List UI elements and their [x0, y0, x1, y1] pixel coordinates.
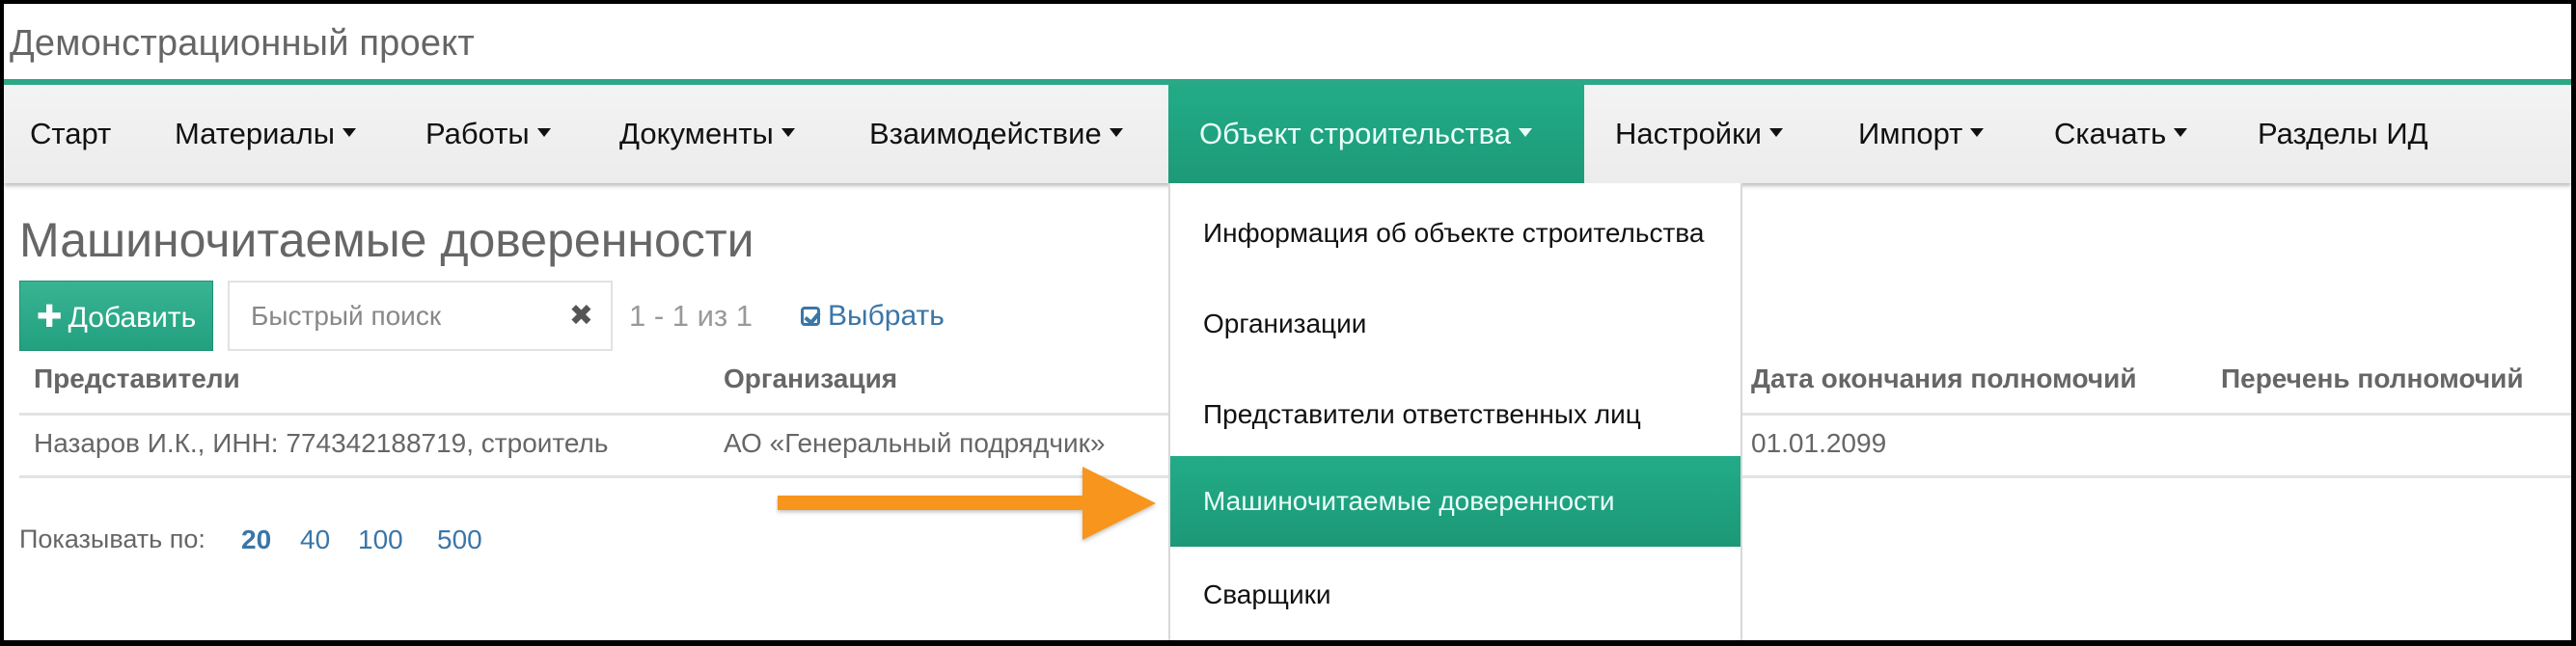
nav-item-construction-object[interactable]: Объект строительства — [1165, 79, 1584, 183]
cell-organization: АО «Генеральный подрядчик» — [724, 428, 1106, 458]
nav-item-label: Разделы ИД — [2258, 117, 2428, 150]
nav-item-import[interactable]: Импорт — [1858, 85, 1985, 183]
nav-item-label: Настройки — [1615, 117, 1763, 150]
nav-item-label: Взаимодействие — [869, 117, 1102, 150]
select-button[interactable]: Выбрать — [801, 281, 945, 351]
nav-item-label: Объект строительства — [1199, 117, 1512, 150]
column-header-end-date[interactable]: Дата окончания полномочий — [1751, 363, 2137, 393]
clear-search-icon[interactable]: ✖ — [568, 300, 593, 332]
caret-down-icon — [1769, 128, 1784, 138]
nav-item-id-sections[interactable]: Разделы ИД — [2258, 85, 2428, 183]
check-square-icon — [801, 307, 820, 326]
quick-search: ✖ — [228, 281, 613, 351]
caret-down-icon — [1970, 128, 1985, 138]
caret-down-icon — [343, 128, 356, 138]
nav-item-interaction[interactable]: Взаимодействие — [869, 85, 1123, 183]
menu-item-machine-readable-poa[interactable]: Машиночитаемые доверенности — [1170, 456, 1740, 547]
nav-item-label: Работы — [425, 117, 530, 150]
nav-item-materials[interactable]: Материалы — [175, 85, 356, 183]
menu-item-object-info[interactable]: Информация об объекте строительства — [1203, 218, 1705, 248]
menu-item-organizations[interactable]: Организации — [1203, 309, 1367, 338]
nav-item-label: Скачать — [2054, 117, 2167, 150]
nav-item-label: Материалы — [175, 117, 335, 150]
add-button-label: Добавить — [68, 302, 197, 334]
page-size-label: Показывать по: — [19, 525, 206, 553]
page-title: Машиночитаемые доверенности — [19, 213, 754, 267]
column-header-powers-list[interactable]: Перечень полномочий — [2221, 363, 2524, 393]
add-button[interactable]: ✚Добавить — [19, 281, 213, 351]
menu-item-responsible-representatives[interactable]: Представители ответственных лиц — [1203, 399, 1641, 429]
nav-item-start[interactable]: Старт — [30, 85, 111, 183]
nav-item-settings[interactable]: Настройки — [1615, 85, 1784, 183]
app-title: Демонстрационный проект — [10, 23, 476, 64]
page: Демонстрационный проект Старт Материалы … — [4, 4, 2571, 640]
caret-down-icon — [1109, 128, 1123, 138]
nav-item-documents[interactable]: Документы — [619, 85, 795, 183]
column-header-representatives[interactable]: Представители — [34, 363, 240, 393]
nav-item-label: Документы — [619, 117, 774, 150]
record-counter: 1 - 1 из 1 — [629, 299, 754, 333]
nav-item-works[interactable]: Работы — [425, 85, 551, 183]
search-input[interactable] — [230, 283, 548, 349]
cell-representative: Назаров И.К., ИНН: 774342188719, строите… — [34, 428, 609, 458]
page-size-500[interactable]: 500 — [437, 525, 482, 554]
caret-down-icon — [2174, 128, 2188, 138]
page-size-100[interactable]: 100 — [358, 525, 403, 554]
caret-down-icon — [1519, 128, 1533, 138]
annotation-arrow-icon — [778, 467, 1156, 540]
column-header-organization[interactable]: Организация — [724, 363, 898, 393]
nav-item-label: Старт — [30, 117, 112, 150]
plus-icon: ✚ — [36, 299, 63, 334]
cell-end-date: 01.01.2099 — [1751, 428, 1887, 458]
construction-object-dropdown: Информация об объекте строительства Орга… — [1168, 183, 1742, 640]
nav-item-download[interactable]: Скачать — [2054, 85, 2188, 183]
menu-item-welders[interactable]: Сварщики — [1203, 579, 1331, 609]
nav-item-label: Импорт — [1858, 117, 1963, 150]
caret-down-icon — [781, 128, 795, 138]
caret-down-icon — [536, 128, 551, 138]
page-size-20[interactable]: 20 — [241, 525, 272, 554]
main-nav: Старт Материалы Работы Документы Взаимод… — [4, 79, 2571, 183]
select-label: Выбрать — [828, 300, 945, 332]
page-size-40[interactable]: 40 — [300, 525, 331, 554]
